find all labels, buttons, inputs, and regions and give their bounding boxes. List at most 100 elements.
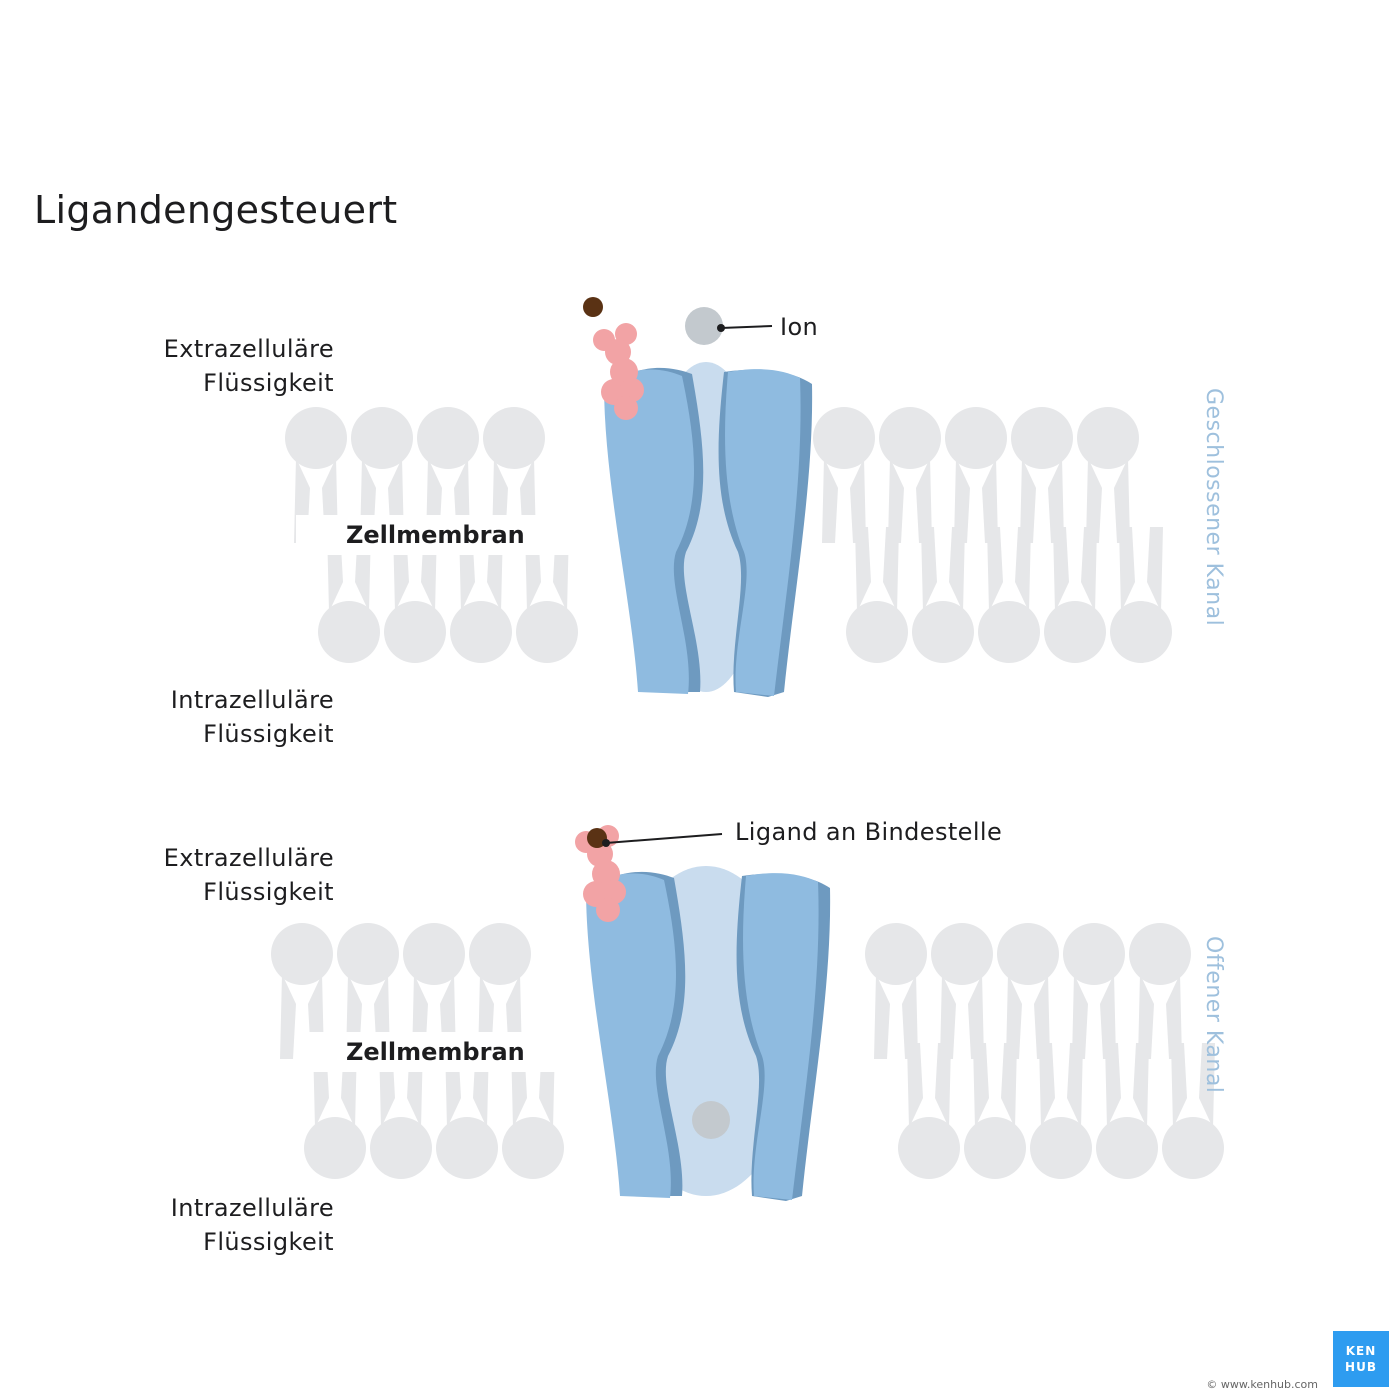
- ion-callout-line: [720, 325, 773, 329]
- lipid-head: [351, 407, 413, 469]
- phospholipid: [1162, 1043, 1224, 1179]
- closed-extracellular-line2: Flüssigkeit: [203, 369, 334, 397]
- lipid-head: [846, 601, 908, 663]
- lipid-head: [1063, 923, 1125, 985]
- lipid-tail: [1119, 527, 1135, 612]
- open-state-label: Offener Kanal: [1201, 936, 1226, 1094]
- open-intracellular-line2: Flüssigkeit: [203, 1228, 334, 1256]
- lipid-tail: [973, 1043, 989, 1128]
- lipid-tail: [1072, 974, 1088, 1059]
- phospholipid: [931, 923, 993, 1059]
- lipid-head: [865, 923, 927, 985]
- lipid-tail: [902, 974, 918, 1059]
- open-membrane-label: Zellmembran: [296, 1032, 575, 1072]
- lipid-head: [1044, 601, 1106, 663]
- open-intracellular-label: Intrazelluläre Flüssigkeit: [34, 1191, 334, 1259]
- ligand-callout-dot: [602, 839, 610, 847]
- lipid-tail: [1020, 458, 1036, 543]
- lipid-tail: [822, 458, 838, 543]
- lipid-head: [285, 407, 347, 469]
- lipid-tail: [940, 974, 956, 1059]
- phospholipid: [1110, 527, 1172, 663]
- phospholipid: [978, 527, 1040, 663]
- phospholipid: [1129, 923, 1191, 1059]
- lipid-tail: [982, 458, 998, 543]
- lipid-head: [469, 923, 531, 985]
- lipid-tail: [916, 458, 932, 543]
- lipid-tail: [949, 527, 965, 612]
- lipid-head: [403, 923, 465, 985]
- lipid-head: [417, 407, 479, 469]
- copyright-text: © www.kenhub.com: [1206, 1378, 1318, 1391]
- lipid-tail: [1133, 1043, 1149, 1128]
- phospholipid: [879, 407, 941, 543]
- lipid-tail: [1048, 458, 1064, 543]
- phospholipid: [1011, 407, 1073, 543]
- phospholipid: [964, 1043, 1026, 1179]
- lipid-head: [1162, 1117, 1224, 1179]
- closed-membrane-label: Zellmembran: [296, 515, 575, 555]
- open-extracellular-line2: Flüssigkeit: [203, 878, 334, 906]
- lipid-head: [879, 407, 941, 469]
- lipid-tail: [1006, 974, 1022, 1059]
- closed-intracellular-line2: Flüssigkeit: [203, 720, 334, 748]
- lipid-tail: [1015, 527, 1031, 612]
- diagram-title: Ligandengesteuert: [34, 188, 398, 232]
- lipid-head: [1129, 923, 1191, 985]
- lipid-head: [483, 407, 545, 469]
- lipid-tail: [935, 1043, 951, 1128]
- binding-site-blob: [614, 396, 638, 420]
- lipid-head: [912, 601, 974, 663]
- open-extracellular-line1: Extrazelluläre: [163, 844, 334, 872]
- logo-line2: HUB: [1345, 1360, 1377, 1374]
- lipid-tail: [1199, 1043, 1215, 1128]
- open-channel-illustration: [271, 825, 1224, 1201]
- open-intracellular-line1: Intrazelluläre: [170, 1194, 334, 1222]
- phospholipid: [1063, 923, 1125, 1059]
- lipid-tail: [1114, 458, 1130, 543]
- lipid-head: [964, 1117, 1026, 1179]
- open-extracellular-label: Extrazelluläre Flüssigkeit: [34, 841, 334, 909]
- lipid-head: [898, 1117, 960, 1179]
- phospholipid: [898, 1043, 960, 1179]
- binding-site-blob: [596, 898, 620, 922]
- phospholipid: [1044, 527, 1106, 663]
- lipid-tail: [968, 974, 984, 1059]
- lipid-head: [436, 1117, 498, 1179]
- lipid-head: [516, 601, 578, 663]
- lipid-head: [318, 601, 380, 663]
- lipid-tail: [888, 458, 904, 543]
- lipid-tail: [280, 974, 296, 1059]
- lipid-tail: [1147, 527, 1163, 612]
- channel-right-subunit: [725, 369, 801, 696]
- lipid-tail: [1067, 1043, 1083, 1128]
- lipid-head: [813, 407, 875, 469]
- phospholipid: [945, 407, 1007, 543]
- phospholipid: [1077, 407, 1139, 543]
- lipid-tail: [874, 974, 890, 1059]
- ion-in-pore: [692, 1101, 730, 1139]
- free-ligand: [583, 297, 603, 317]
- closed-extracellular-label: Extrazelluläre Flüssigkeit: [34, 332, 334, 400]
- lipid-tail: [883, 527, 899, 612]
- lipid-tail: [1034, 974, 1050, 1059]
- lipid-head: [1011, 407, 1073, 469]
- lipid-tail: [1039, 1043, 1055, 1128]
- lipid-tail: [921, 527, 937, 612]
- lipid-head: [384, 601, 446, 663]
- lipid-tail: [954, 458, 970, 543]
- channel-left-subunit: [604, 369, 694, 694]
- ion: [685, 307, 723, 345]
- channel-right-subunit: [743, 873, 819, 1200]
- lipid-tail: [1105, 1043, 1121, 1128]
- lipid-head: [978, 601, 1040, 663]
- lipid-tail: [1081, 527, 1097, 612]
- ligand-callout-line: [605, 833, 723, 844]
- lipid-head: [1030, 1117, 1092, 1179]
- lipid-tail: [855, 527, 871, 612]
- phospholipid: [813, 407, 875, 543]
- lipid-head: [931, 923, 993, 985]
- lipid-head: [450, 601, 512, 663]
- lipid-tail: [987, 527, 1003, 612]
